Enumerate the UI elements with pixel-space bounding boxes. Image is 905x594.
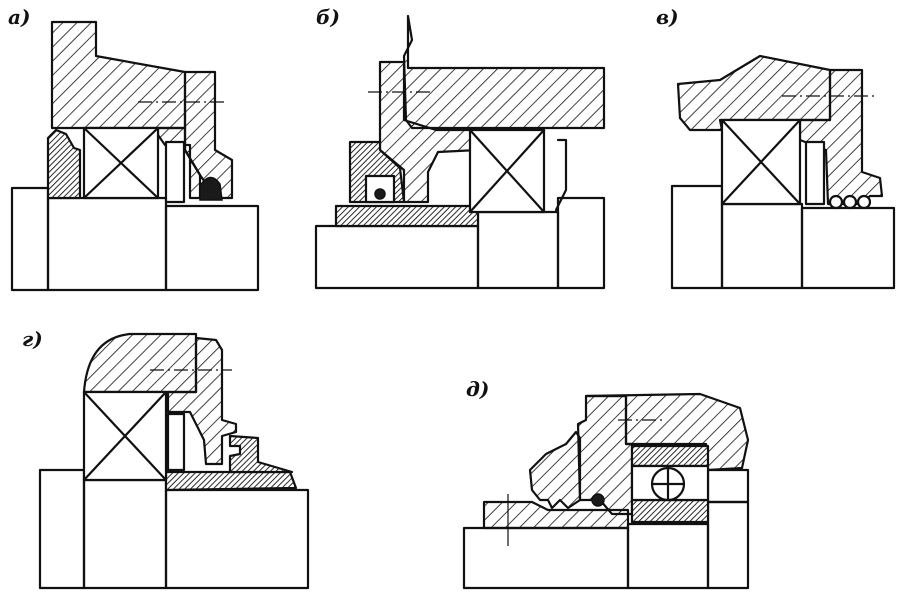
- variant-label-v: в): [656, 5, 679, 29]
- cover-inner: [156, 126, 202, 200]
- lip-seal-right: [199, 176, 223, 201]
- retaining-ring: [554, 138, 568, 212]
- spacer-ring: [804, 140, 826, 206]
- shaft: [46, 196, 168, 292]
- shaft: [82, 478, 168, 590]
- seal-spring: [374, 188, 386, 200]
- housing: [402, 14, 606, 130]
- variant-label-b: б): [316, 5, 340, 29]
- shaft-step-right: [556, 196, 606, 290]
- seal-left: [46, 128, 82, 200]
- variant-d: д): [462, 377, 750, 590]
- variant-label-g: г): [22, 327, 43, 351]
- shaft: [720, 202, 804, 290]
- housing-step: [706, 468, 750, 504]
- shaft: [314, 224, 480, 290]
- variant-b: б): [314, 5, 606, 290]
- shaft-sleeve: [334, 204, 480, 228]
- end-cover: [166, 336, 238, 466]
- bearing-cap: [576, 394, 634, 516]
- shaft: [462, 526, 630, 590]
- shaft-sleeve: [482, 500, 630, 530]
- variant-v: в): [656, 5, 896, 290]
- spacer-ring: [166, 412, 186, 472]
- shaft-step: [476, 210, 560, 290]
- shaft-step-right: [164, 488, 310, 590]
- shaft-step-right: [164, 204, 260, 292]
- variant-label-a: а): [8, 5, 30, 29]
- shaft-step-left: [670, 184, 724, 290]
- seal-body: [528, 430, 582, 510]
- seal-ring-3: [856, 194, 872, 210]
- seal-spring: [591, 493, 605, 507]
- seal-ring-2: [842, 194, 858, 210]
- shaft-sleeve: [164, 470, 298, 492]
- shaft-step-right: [706, 500, 750, 590]
- variant-g: г): [22, 327, 310, 590]
- variant-a: а): [8, 5, 260, 292]
- bearing-outer-race: [630, 444, 710, 468]
- seal-ring-1: [828, 194, 844, 210]
- housing: [82, 332, 198, 394]
- shaft-step-left: [10, 186, 50, 292]
- housing: [50, 20, 187, 130]
- bearing-cap: [378, 60, 480, 204]
- shaft-step: [626, 522, 710, 590]
- shaft-step-left: [38, 468, 86, 590]
- spacer-ring: [164, 140, 186, 204]
- labyrinth-ring: [228, 434, 294, 474]
- shaft-step-right: [800, 206, 896, 290]
- bearing-inner-race: [630, 498, 710, 524]
- variant-label-d: д): [466, 377, 489, 401]
